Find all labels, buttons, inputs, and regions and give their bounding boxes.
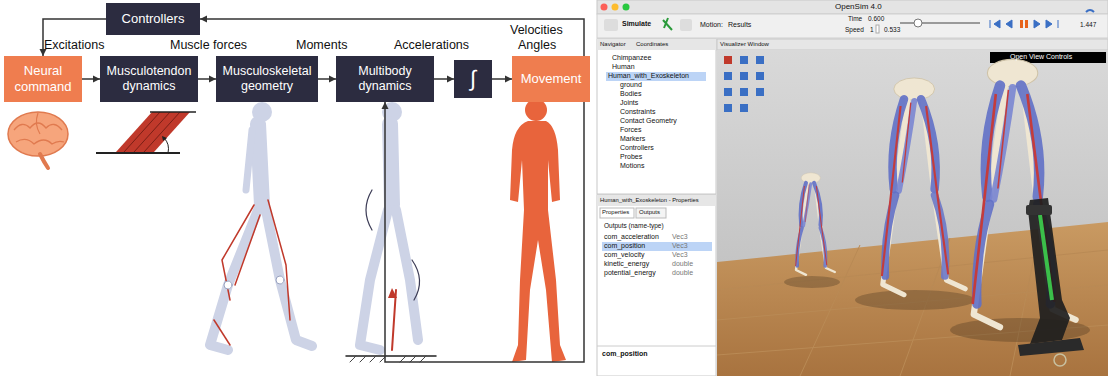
box-label: ∫ (470, 66, 476, 92)
ui-text: com_velocity (604, 251, 644, 259)
arrow-head (200, 16, 207, 23)
ui-text: Human (612, 63, 635, 71)
process-box: Neural command (4, 56, 82, 102)
ui-text: Chimpanzee (612, 54, 651, 62)
person-silhouette (510, 99, 566, 362)
arrow-head (93, 76, 100, 83)
signal-label: Accelerations (394, 38, 469, 52)
ui-text: Visualizer Window (720, 41, 769, 48)
signal-arrow (200, 19, 584, 56)
multibody-figure (346, 102, 436, 362)
ui-text: Properties (602, 209, 629, 216)
process-box: Multibody dynamics (336, 56, 434, 102)
ui-text: Human_with_Exoskeleton - Properties (600, 197, 699, 204)
ui-text: Constraints (620, 108, 655, 116)
process-box: Controllers (106, 3, 200, 35)
ui-text: Simulate (622, 20, 651, 28)
brain-icon (8, 112, 68, 168)
ui-text: ground (620, 81, 642, 89)
ui-text: Vec3 (672, 251, 688, 259)
signal-label: Angles (518, 38, 556, 52)
process-box: Musculotendon dynamics (100, 56, 198, 102)
process-box: ∫ (454, 60, 492, 98)
box-label: Movement (521, 71, 582, 87)
ui-text: Markers (620, 135, 645, 143)
ui-text: com_position (604, 242, 645, 250)
ui-text: Vec3 (672, 242, 688, 250)
skeleton-figure (210, 102, 312, 350)
arrow-head (505, 76, 512, 83)
signal-arrow (43, 19, 106, 56)
muscle-icon (96, 112, 196, 153)
ui-text: Contact Geometry (620, 117, 677, 125)
ui-text: Speed (845, 26, 864, 33)
box-label: Neural command (8, 63, 78, 94)
box-label: Musculotendon dynamics (104, 64, 194, 94)
ui-text: OpenSim 4.0 (835, 2, 882, 11)
ui-text: 0.600 (868, 15, 884, 22)
signal-label: Muscle forces (170, 38, 247, 52)
signal-label: Velocities (510, 23, 563, 37)
arrow-head (329, 76, 336, 83)
box-label: Musculoskeletal geometry (220, 64, 314, 94)
ui-text: Bodies (620, 90, 641, 98)
ui-text: Motion: (700, 21, 723, 29)
ui-text: Time (848, 15, 862, 22)
signal-label: Excitations (44, 38, 104, 52)
ui-text: Vec3 (672, 233, 688, 241)
ui-text: Probes (620, 153, 642, 161)
ui-text: Open View Controls (1010, 53, 1072, 61)
ui-text: com_acceleration (604, 233, 659, 241)
ui-text: potential_energy (604, 269, 656, 277)
ui-text: 1 (870, 26, 874, 33)
signal-label: Moments (296, 38, 347, 52)
ui-text: double (672, 269, 693, 277)
box-label: Multibody dynamics (340, 64, 430, 94)
arrow-head (382, 102, 389, 109)
ui-text: Forces (620, 126, 641, 134)
ui-text: Joints (620, 99, 638, 107)
ui-text: kinetic_energy (604, 260, 649, 268)
app-screenshot (597, 0, 1108, 376)
ui-text: Motions (620, 162, 645, 170)
ui-text: 0.533 (884, 26, 900, 33)
ui-text: Navigator (600, 41, 626, 48)
box-label: Controllers (122, 11, 185, 27)
ui-text: double (672, 260, 693, 268)
ui-text: 1.447 (1080, 21, 1096, 28)
arrow-head (209, 76, 216, 83)
process-box: Musculoskeletal geometry (216, 56, 318, 102)
ui-text: Human_with_Exoskeleton (608, 72, 689, 80)
ui-text: Controllers (620, 144, 654, 152)
ui-text: com_position (602, 350, 648, 358)
ui-text: Coordinates (636, 41, 668, 48)
ui-text: Outputs (name-type) (604, 222, 664, 229)
arrow-head (447, 76, 454, 83)
process-box: Movement (512, 56, 590, 102)
ui-text: Outputs (639, 209, 660, 216)
ui-text: Results (728, 21, 751, 29)
signal-arrow (385, 102, 584, 362)
